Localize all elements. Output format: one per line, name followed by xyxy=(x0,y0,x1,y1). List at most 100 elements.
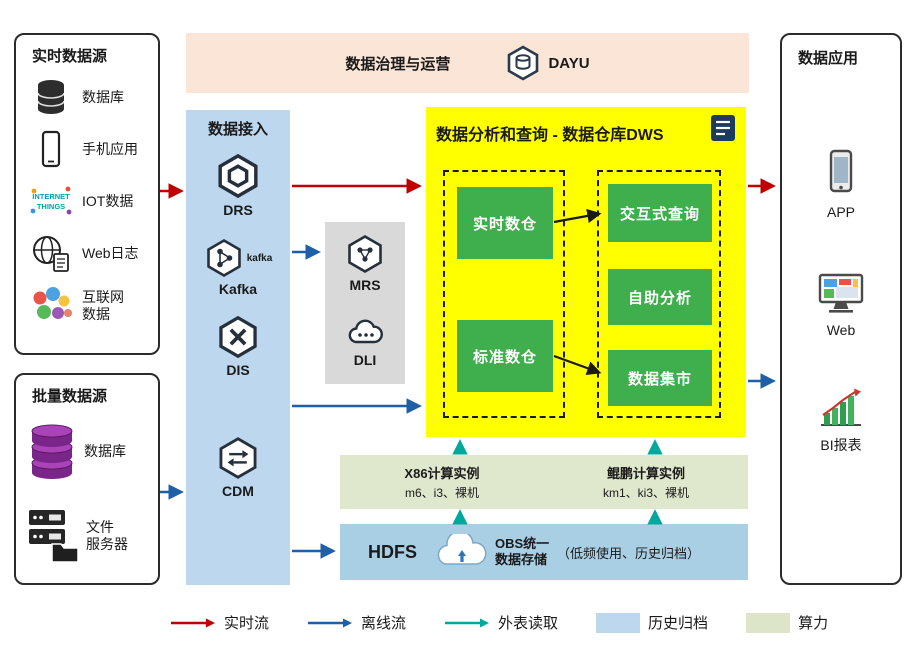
app-item-label: APP xyxy=(826,204,855,220)
legend-item-external-read: 外表读取 xyxy=(444,612,558,633)
legend-label: 离线流 xyxy=(361,615,407,632)
x86-subtitle: m6、i3、裸机 xyxy=(404,486,479,500)
mrs-icon xyxy=(348,234,382,274)
ingestion-title: 数据接入 xyxy=(207,121,268,138)
service-label: DRS xyxy=(223,202,253,218)
icon-cell xyxy=(24,77,78,119)
external-read-arrow-icon xyxy=(445,618,490,627)
kafka-icon xyxy=(206,238,241,278)
kunpeng-title: 鲲鹏计算实例 xyxy=(606,466,685,481)
source-item-label: Web日志 xyxy=(82,245,139,262)
service-dis: DIS xyxy=(216,315,260,378)
applications-panel: 数据应用 APP Web xyxy=(780,33,902,585)
middleware-panel: MRS DLI xyxy=(325,222,405,384)
database-icon xyxy=(37,80,65,114)
ingestion-panel: 数据接入 DRS kafka Kafka xyxy=(186,110,290,585)
app-item-app: APP xyxy=(782,148,900,222)
database-purple-icon xyxy=(31,424,73,479)
source-item-web-log: Web日志 xyxy=(16,228,158,280)
icon-cell xyxy=(24,285,78,327)
web-log-icon xyxy=(33,236,69,272)
dws-panel: 数据分析和查询 - 数据仓库DWS 实时数仓 标准数仓 交互式查询 自助分析 数… xyxy=(426,107,746,437)
source-item-label: 数据库 xyxy=(84,443,126,460)
legend-label: 外表读取 xyxy=(498,615,559,632)
service-mrs: MRS xyxy=(345,234,385,293)
storage-strip: HDFS OBS统一 数据存储 （低频使用、历史归档） xyxy=(340,524,748,580)
iot-icon-text-2: THINGS xyxy=(37,202,65,211)
service-label: CDM xyxy=(222,483,254,499)
analysis-group: 交互式查询 自助分析 数据集市 xyxy=(597,170,721,418)
legend-item-compute-power: 算力 xyxy=(746,612,828,633)
hdfs-label: HDFS xyxy=(368,541,417,562)
obs-cloud-icon xyxy=(437,534,487,565)
compute-power-swatch xyxy=(746,612,791,633)
report-document-icon xyxy=(711,115,735,141)
icon-cell: INTERNET THINGS xyxy=(24,182,78,222)
iot-icon: INTERNET THINGS xyxy=(30,186,72,215)
offline-flow-arrow-icon xyxy=(308,618,353,627)
source-item-batch-database: 数据库 xyxy=(16,410,158,494)
app-item-bi-report: BI报表 xyxy=(782,387,900,455)
app-phone-icon xyxy=(829,149,853,193)
cdm-icon xyxy=(219,437,257,479)
kafka-icon-text: kafka xyxy=(246,252,273,264)
app-item-label: Web xyxy=(826,321,856,338)
legend-item-realtime-flow: 实时流 xyxy=(170,612,269,633)
kunpeng-subtitle: km1、ki3、裸机 xyxy=(602,486,689,500)
service-label: Kafka xyxy=(218,281,258,297)
realtime-dw-box: 实时数仓 xyxy=(457,187,553,259)
source-item-database: 数据库 xyxy=(16,72,158,124)
legend-label: 算力 xyxy=(798,615,829,632)
dayu-label: DAYU xyxy=(548,54,590,72)
governance-banner: 数据治理与运营 DAYU xyxy=(186,33,749,93)
service-label: DLI xyxy=(353,352,377,368)
bi-report-icon xyxy=(821,388,861,426)
icon-cell xyxy=(24,129,78,171)
icon-cell xyxy=(24,421,80,483)
interactive-query-box: 交互式查询 xyxy=(608,184,712,242)
dayu-hexagon-icon xyxy=(508,45,539,81)
realtime-flow-arrow-icon xyxy=(171,618,215,627)
compute-strip: X86计算实例 m6、i3、裸机 鲲鹏计算实例 km1、ki3、裸机 xyxy=(340,455,748,509)
drs-icon xyxy=(218,153,258,199)
service-label: DIS xyxy=(226,362,250,378)
source-item-iot: INTERNET THINGS IOT数据 xyxy=(16,176,158,228)
batch-sources-title: 批量数据源 xyxy=(32,388,108,405)
source-item-mobile-app: 手机应用 xyxy=(16,124,158,176)
internet-data-icon xyxy=(33,287,72,319)
app-item-web: Web xyxy=(782,272,900,340)
source-item-internet-data: 互联网 数据 xyxy=(16,280,158,332)
dli-icon xyxy=(348,319,383,344)
source-item-label: 手机应用 xyxy=(82,141,138,158)
service-cdm: CDM xyxy=(216,436,260,499)
batch-sources-panel: 批量数据源 数据库 xyxy=(14,373,160,585)
standard-dw-box: 标准数仓 xyxy=(457,320,553,392)
obs-title: OBS统一 数据存储 xyxy=(495,535,550,567)
realtime-sources-title: 实时数据源 xyxy=(32,48,108,65)
obs-note: （低频使用、历史归档） xyxy=(557,545,701,561)
legend-item-offline-flow: 离线流 xyxy=(307,612,406,633)
legend: 实时流 离线流 外表读取 历史归档 算力 xyxy=(170,612,828,633)
x86-compute: X86计算实例 m6、i3、裸机 xyxy=(340,455,544,509)
dayu-logo: DAYU xyxy=(506,45,590,81)
service-label: MRS xyxy=(349,277,381,293)
realtime-sources-panel: 实时数据源 数据库 手机应用 xyxy=(14,33,160,355)
service-dli: DLI xyxy=(345,315,385,368)
source-item-label: 数据库 xyxy=(82,89,124,106)
dws-title: 数据分析和查询 - 数据仓库DWS xyxy=(436,127,664,144)
legend-item-history-archive: 历史归档 xyxy=(596,612,708,633)
iot-icon-text-1: INTERNET xyxy=(32,192,70,201)
legend-label: 历史归档 xyxy=(648,615,709,632)
source-item-label: IOT数据 xyxy=(82,193,134,210)
kunpeng-compute: 鲲鹏计算实例 km1、ki3、裸机 xyxy=(544,455,748,509)
kafka-icon-row: kafka xyxy=(204,238,273,278)
legend-label: 实时流 xyxy=(224,615,270,632)
governance-title: 数据治理与运营 xyxy=(345,55,451,73)
app-item-label: BI报表 xyxy=(820,437,862,453)
mobile-app-icon xyxy=(41,130,61,168)
file-server-icon xyxy=(29,510,79,563)
service-drs: DRS xyxy=(215,153,261,218)
web-monitor-icon xyxy=(818,273,864,313)
history-archive-swatch xyxy=(596,612,641,633)
